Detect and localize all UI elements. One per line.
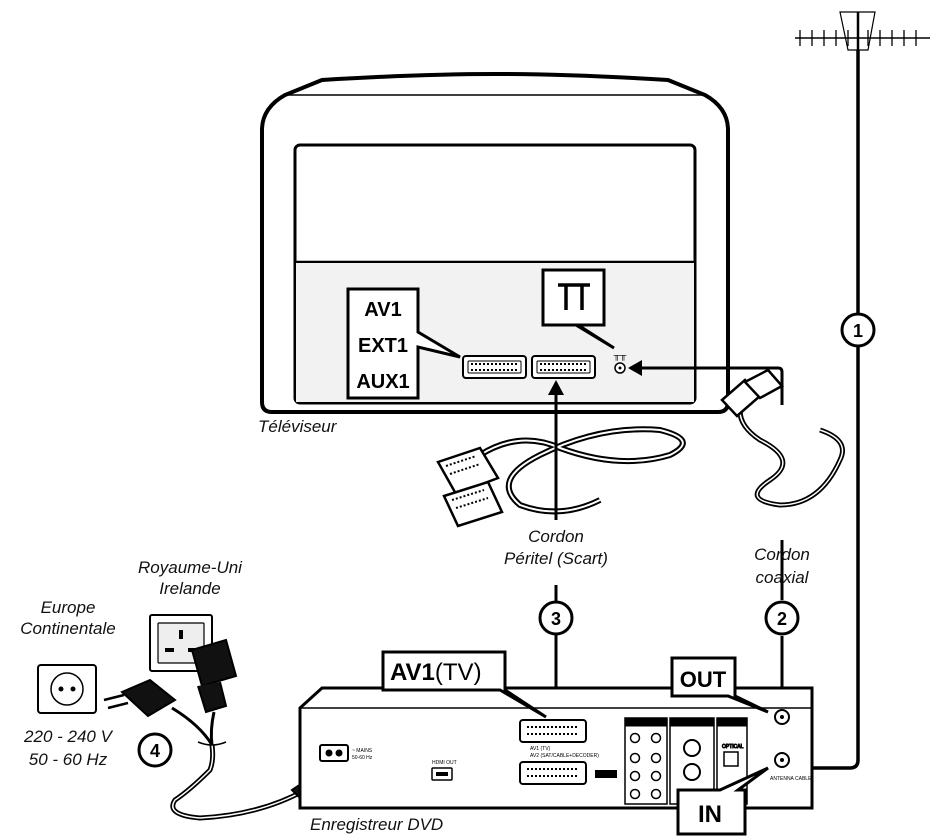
outdoor-antenna — [795, 11, 930, 776]
svg-text:AV1(TV): AV1(TV) — [390, 659, 482, 686]
svg-text:AV2 (SAT/CABLE+DECODER): AV2 (SAT/CABLE+DECODER) — [530, 753, 599, 759]
tv-scart-callout: AV1 EXT1 AUX1 — [346, 287, 461, 400]
in-label: IN — [698, 801, 722, 828]
uk-label-line2: Irelande — [159, 579, 220, 598]
mains-socket: ~ MAINS 50-60 Hz — [319, 744, 373, 762]
recorder-in-callout: IN — [676, 766, 769, 836]
svg-text:AV1 (TV): AV1 (TV) — [530, 746, 551, 752]
svg-text:50-60 Hz: 50-60 Hz — [352, 755, 373, 761]
svg-text:╥╥: ╥╥ — [613, 350, 627, 361]
svg-text:INPUT: INPUT — [628, 720, 643, 726]
recorder-av1-callout: AV1(TV) — [381, 650, 547, 719]
tv-rear: ╥╥ AV1 EXT1 AUX1 Téléviseur — [258, 71, 730, 436]
dvd-recorder-rear: ~ MAINS 50-60 Hz HDMI OUT AV1 (TV) AV2 (… — [298, 686, 814, 810]
tv-scart-socket-2 — [531, 355, 596, 379]
voltage-label: 220 - 240 V — [23, 727, 114, 746]
scart-cable-label-line1: Cordon — [528, 527, 584, 546]
eu-label-line2: Continentale — [20, 619, 115, 638]
coax-cable-label-line1: Cordon — [754, 545, 810, 564]
svg-text:1: 1 — [853, 321, 863, 341]
scart-cable — [436, 426, 686, 528]
recorder-out-callout: OUT — [670, 656, 769, 714]
step-3-badge: 3 — [538, 600, 574, 636]
tv-callout-av1: AV1 — [364, 299, 401, 321]
power-cord — [170, 741, 307, 821]
svg-text:S-VIDEO: S-VIDEO — [680, 720, 701, 726]
tv-antenna-socket: ╥╥ — [613, 350, 627, 374]
svg-text:2: 2 — [777, 609, 787, 629]
step-2-badge: 2 — [764, 600, 800, 636]
rf-out-socket — [774, 709, 790, 725]
hdmi-out-port: HDMI OUT — [431, 760, 457, 781]
step-4-badge: 4 — [137, 732, 173, 768]
frequency-label: 50 - 60 Hz — [29, 750, 108, 769]
recorder-caption: Enregistreur DVD — [310, 815, 443, 834]
recorder-scart-av2 — [519, 761, 587, 785]
scart-cable-label-line2: Péritel (Scart) — [504, 549, 608, 568]
svg-text:~ MAINS: ~ MAINS — [352, 748, 373, 754]
svg-text:HDMI OUT: HDMI OUT — [432, 760, 457, 766]
uk-label-line1: Royaume-Uni — [138, 558, 243, 577]
svg-text:OPTICAL: OPTICAL — [722, 744, 744, 750]
svg-text:4: 4 — [150, 741, 160, 761]
tv-antenna-callout — [541, 268, 615, 350]
tv-callout-aux1: AUX1 — [356, 371, 409, 393]
tv-scart-socket-1 — [462, 355, 527, 379]
svg-text:OUTPUT: OUTPUT — [646, 720, 667, 726]
coax-cable-label-line2: coaxial — [756, 568, 810, 587]
tv-callout-ext1: EXT1 — [358, 335, 408, 357]
scart-plug-2 — [442, 480, 504, 528]
out-label: OUT — [680, 667, 727, 692]
rgb-switch — [595, 770, 617, 778]
uk-plug-icon — [190, 638, 238, 746]
av1-callout-prefix: AV1 — [390, 659, 435, 686]
av1-callout-suffix: (TV) — [435, 659, 482, 686]
eu-plug-icon — [103, 678, 214, 746]
svg-text:3: 3 — [551, 609, 561, 629]
step-1-badge: 1 — [840, 312, 876, 348]
av-jack-panel: INPUT OUTPUT — [624, 717, 668, 805]
eu-label-line1: Europe — [41, 598, 96, 617]
eu-wall-socket-icon — [37, 664, 97, 714]
svg-text:ANTENNA CABLE: ANTENNA CABLE — [770, 776, 812, 782]
coax-cable — [720, 368, 845, 508]
recorder-scart-av1: AV1 (TV) AV2 (SAT/CABLE+DECODER) — [519, 719, 599, 759]
antenna-symbol-icon — [558, 283, 590, 310]
tv-caption: Téléviseur — [258, 417, 338, 436]
rf-in-socket: ANTENNA CABLE — [770, 752, 812, 782]
